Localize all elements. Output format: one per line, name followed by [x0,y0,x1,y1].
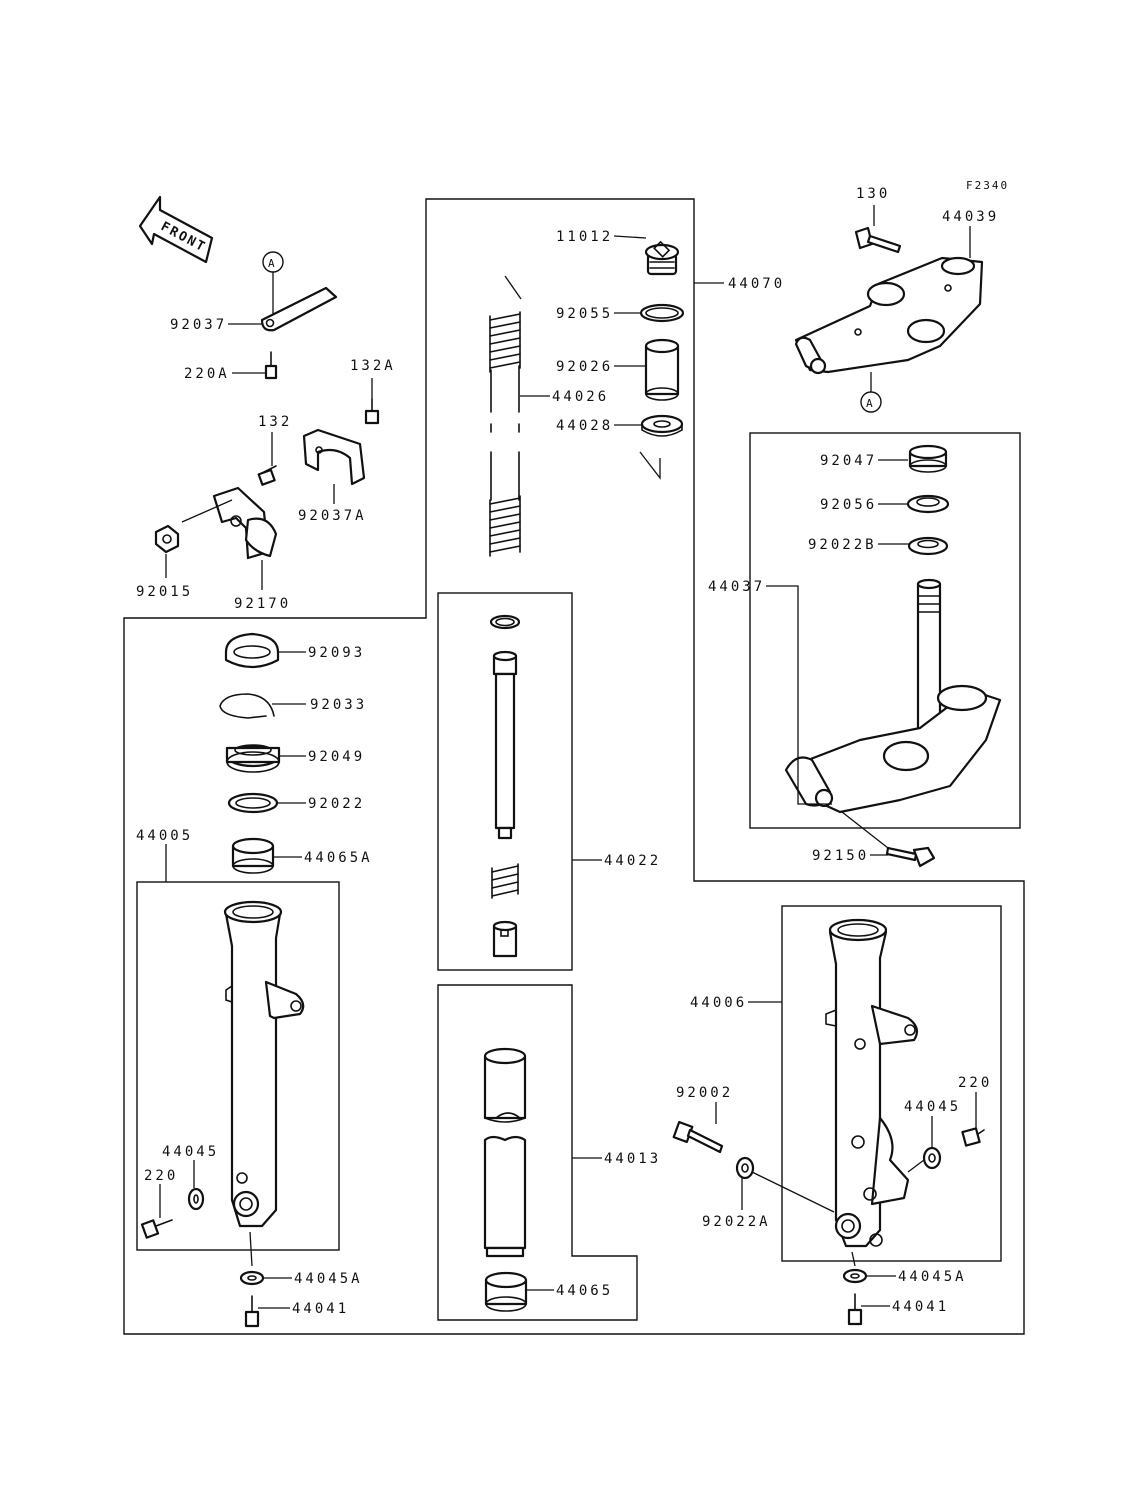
frame-right-outer-tube [781,905,1002,1262]
part-44013-inner-tube [483,1047,527,1258]
label-44037: 44037 [708,579,765,595]
label-220A: 220A [184,366,230,382]
part-44022-damper-rod [489,614,521,958]
part-132A-bolt [364,398,380,425]
label-92150: 92150 [812,848,869,864]
label-44041-right: 44041 [892,1299,949,1315]
part-44039-top-bracket [794,256,984,375]
part-92056-race [906,494,950,514]
part-132-bolt [257,465,277,486]
part-92015-nut [154,524,180,554]
label-92049: 92049 [308,749,365,765]
part-130-bolt [854,226,902,254]
label-44045-left: 44045 [162,1144,219,1160]
label-92037: 92037 [170,317,227,333]
label-92022B: 92022B [808,537,877,553]
ref-mark-top-right: A [860,391,882,413]
figure-code: F2340 [966,179,1009,192]
frame-inner-tube [437,984,638,1321]
label-44045A-right: 44045A [898,1269,967,1285]
part-44026-fork-spring [489,311,521,557]
label-132A: 132A [350,358,396,374]
label-44005: 44005 [136,828,193,844]
frame-steering-stem [749,432,1021,829]
part-92049-oil-seal [225,744,281,773]
part-44065-slide-bushing [484,1271,528,1312]
part-44006-right-outer-tube [825,918,919,1248]
label-44026: 44026 [552,389,609,405]
part-92026-spacer [644,338,680,401]
label-220-right: 220 [958,1075,992,1091]
svg-text:A: A [268,257,275,270]
label-44041-left: 44041 [292,1301,349,1317]
part-44037-steering-stem [784,578,1002,814]
part-44041L-bolt [244,1295,260,1328]
part-11012-top-plug [644,240,680,276]
label-44065A: 44065A [304,850,373,866]
outer-frame [123,198,1025,1335]
frame-left-outer-tube [136,881,340,1251]
part-92022A-washer [735,1156,755,1180]
label-44028: 44028 [556,418,613,434]
part-220A-bolt [264,351,278,380]
label-92056: 92056 [820,497,877,513]
part-92037A-clamp [302,428,366,486]
label-44065: 44065 [556,1283,613,1299]
label-92033: 92033 [310,697,367,713]
part-44045R-washer [922,1146,942,1170]
label-44045-right: 44045 [904,1099,961,1115]
label-44013: 44013 [604,1151,661,1167]
label-92026: 92026 [556,359,613,375]
part-44028-washer [640,414,684,437]
part-92093-dust-seal [224,632,280,669]
label-44006: 44006 [690,995,747,1011]
part-92047-cap [908,444,948,473]
part-44041R-bolt [847,1293,863,1326]
label-92170: 92170 [234,596,291,612]
part-44065A-guide-bushing [231,837,275,874]
label-44045A-left: 44045A [294,1271,363,1287]
part-44005-left-outer-tube [223,900,305,1228]
part-44045AR-washer [842,1268,868,1284]
part-92150-bolt [885,846,936,868]
label-92022: 92022 [308,796,365,812]
part-92037-cable-guide [260,286,338,332]
label-11012: 11012 [556,229,613,245]
svg-text:A: A [866,397,873,410]
label-44039: 44039 [942,209,999,225]
label-92002: 92002 [676,1085,733,1101]
label-130: 130 [856,186,890,202]
part-44045AL-washer [239,1270,265,1286]
label-92022A: 92022A [702,1214,771,1230]
part-92022B-seal [907,536,949,556]
label-92037A: 92037A [298,508,367,524]
ref-mark-top-left: A [262,251,284,273]
front-arrow-icon: FRONT [138,195,214,264]
part-220R-bolt [961,1127,985,1147]
label-220-left: 220 [144,1168,178,1184]
label-92047: 92047 [820,453,877,469]
part-220L-bolt [140,1219,173,1239]
label-132: 132 [258,414,292,430]
label-92093: 92093 [308,645,365,661]
frame-damper-rod [437,592,573,971]
label-44070: 44070 [728,276,785,292]
label-44022: 44022 [604,853,661,869]
label-92055: 92055 [556,306,613,322]
part-44045L-washer [187,1187,205,1211]
part-92033-clip [219,693,275,719]
label-92015: 92015 [136,584,193,600]
part-92170-clamp [212,486,278,560]
part-92022-washer [227,792,279,814]
part-92002-adjuster-bolt [672,1120,724,1154]
